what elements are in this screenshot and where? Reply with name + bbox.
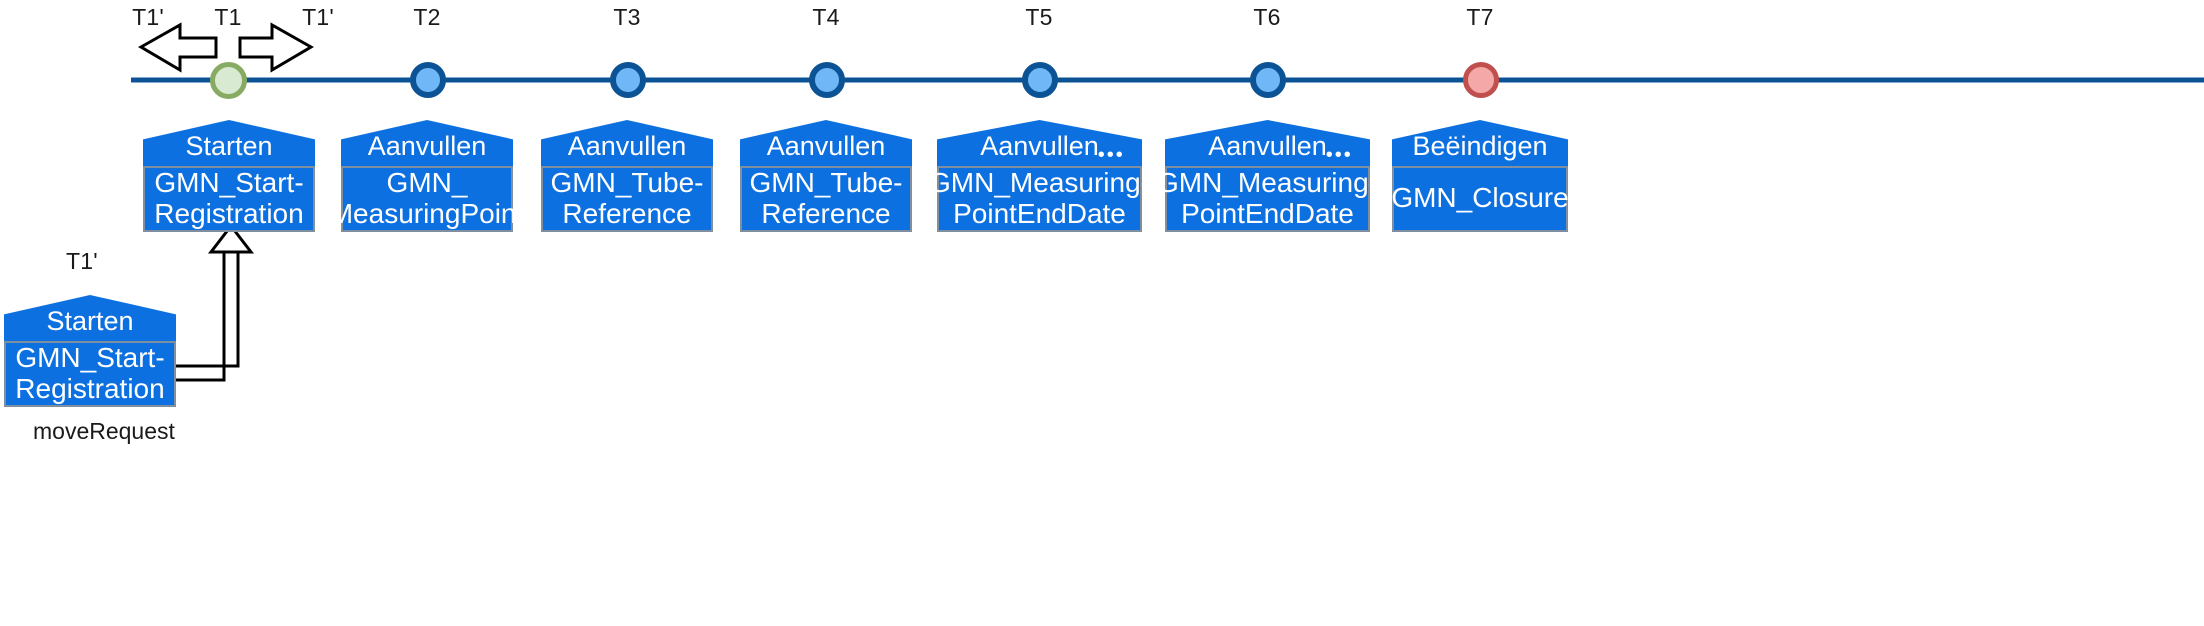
message-block-t4-body: GMN_Tube- Reference: [740, 166, 912, 232]
move-request-body: GMN_Start- Registration: [4, 341, 176, 407]
message-block-t6-body: GMN_Measuring- PointEndDate: [1157, 166, 1378, 232]
message-block-t5-body: GMN_Measuring- PointEndDate: [929, 166, 1150, 232]
message-block-t1-line-1: GMN_Start-: [154, 166, 304, 198]
message-block-t2-roof: Aanvullen: [341, 120, 513, 166]
message-block-t3-heading: Aanvullen: [567, 131, 687, 161]
move-request-block[interactable]: Starten GMN_Start- Registration: [4, 295, 176, 407]
toggle-arrow-left[interactable]: [137, 22, 218, 73]
tick-label-t6: T6: [1253, 4, 1281, 30]
message-block-t5-roof: Aanvullen•••: [937, 120, 1142, 166]
message-block-t3-body: GMN_Tube- Reference: [541, 166, 713, 232]
message-block-t4[interactable]: Aanvullen GMN_Tube- Reference: [740, 120, 912, 232]
message-block-t7-body: GMN_Closure: [1391, 166, 1569, 232]
message-block-t2[interactable]: Aanvullen GMN_ MeasuringPoint: [330, 120, 524, 232]
tick-label-t3: T3: [613, 4, 641, 30]
tick-label-t5: T5: [1025, 4, 1053, 30]
message-block-t5-heading: Aanvullen•••: [980, 131, 1125, 166]
timeline-node-t4[interactable]: [809, 62, 845, 98]
message-block-t2-body: GMN_ MeasuringPoint: [330, 166, 524, 232]
message-block-t3[interactable]: Aanvullen GMN_Tube- Reference: [541, 120, 713, 232]
message-block-t1[interactable]: Starten GMN_Start- Registration: [143, 120, 315, 232]
move-request-heading: Starten: [46, 306, 134, 336]
message-block-t6[interactable]: Aanvullen••• GMN_Measuring- PointEndDate: [1157, 120, 1378, 232]
message-block-t6-line-2: PointEndDate: [1181, 198, 1354, 229]
timeline-node-t2[interactable]: [410, 62, 446, 98]
tick-label-t1: T1: [214, 4, 242, 30]
message-block-t1-roof: Starten: [143, 120, 315, 166]
toggle-arrow-left-label: T1': [132, 4, 164, 30]
move-request-caption: moveRequest: [33, 418, 175, 444]
message-block-t3-line-2: Reference: [562, 198, 692, 229]
move-request-tick-label: T1': [66, 248, 98, 274]
message-block-t1-heading: Starten: [185, 131, 273, 161]
tick-label-t4: T4: [812, 4, 840, 30]
move-request-line-2: Registration: [15, 373, 165, 404]
message-block-t4-heading: Aanvullen: [766, 131, 886, 161]
message-block-t4-line-1: GMN_Tube-: [749, 166, 903, 198]
message-block-t2-heading: Aanvullen: [367, 131, 487, 161]
message-block-t6-ellipsis: •••: [1325, 144, 1353, 166]
message-block-t6-heading: Aanvullen•••: [1208, 131, 1353, 166]
message-block-t1-body: GMN_Start- Registration: [143, 166, 315, 232]
timeline-node-t1[interactable]: [210, 62, 247, 99]
message-block-t2-line-2: MeasuringPoint: [329, 198, 525, 229]
message-block-t5[interactable]: Aanvullen••• GMN_Measuring- PointEndDate: [929, 120, 1150, 232]
move-request-roof: Starten: [4, 295, 176, 341]
timeline-node-t7[interactable]: [1463, 62, 1499, 98]
message-block-t7[interactable]: Beëindigen GMN_Closure: [1391, 120, 1569, 232]
tick-label-t7: T7: [1466, 4, 1494, 30]
tick-label-t2: T2: [413, 4, 441, 30]
timeline-node-t6[interactable]: [1250, 62, 1286, 98]
move-request-connector-return: [176, 250, 226, 382]
message-block-t2-line-1: GMN_: [386, 166, 468, 198]
timeline-node-t3[interactable]: [610, 62, 646, 98]
message-block-t7-roof: Beëindigen: [1392, 120, 1568, 166]
toggle-arrow-right-label: T1': [302, 4, 334, 30]
message-block-t5-line-2: PointEndDate: [953, 198, 1126, 229]
message-block-t6-line-1: GMN_Measuring-: [1157, 166, 1378, 198]
message-block-t7-line-1: GMN_Closure: [1391, 182, 1569, 214]
message-block-t5-line-1: GMN_Measuring-: [929, 166, 1150, 198]
message-block-t3-roof: Aanvullen: [541, 120, 713, 166]
move-request-line-1: GMN_Start-: [15, 341, 165, 373]
message-block-t7-heading: Beëindigen: [1412, 131, 1548, 161]
timeline-node-t5[interactable]: [1022, 62, 1058, 98]
message-block-t4-roof: Aanvullen: [740, 120, 912, 166]
message-block-t4-line-2: Reference: [761, 198, 891, 229]
message-block-t1-line-2: Registration: [154, 198, 304, 229]
message-block-t6-roof: Aanvullen•••: [1165, 120, 1370, 166]
toggle-arrow-right[interactable]: [238, 22, 315, 73]
message-block-t5-ellipsis: •••: [1097, 144, 1125, 166]
message-block-t3-line-1: GMN_Tube-: [550, 166, 704, 198]
move-request-connector: [176, 250, 240, 368]
